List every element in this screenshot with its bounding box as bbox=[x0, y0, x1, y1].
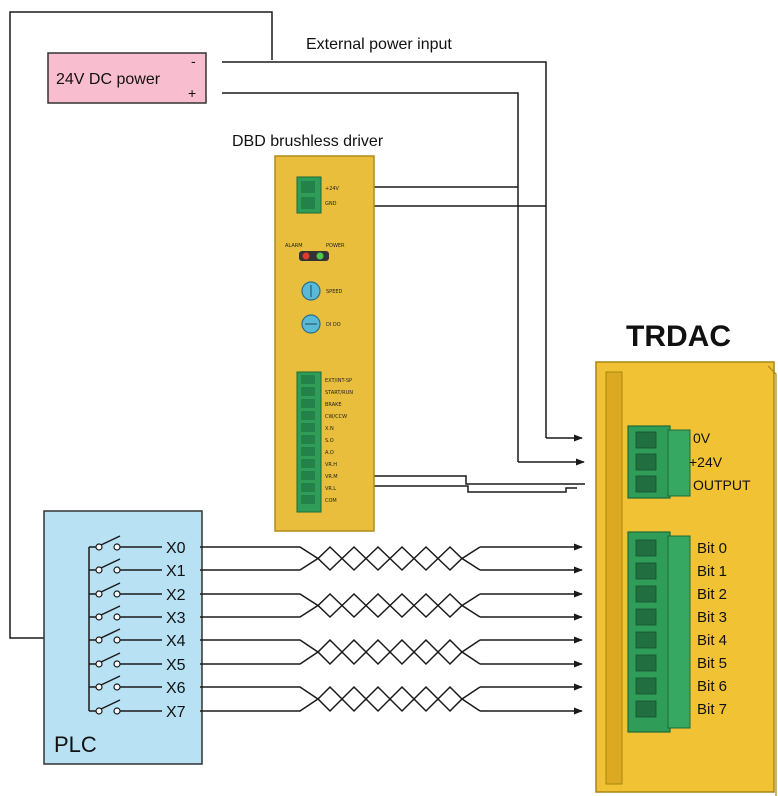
driver-terminal-gnd: GND bbox=[325, 201, 337, 207]
twisted-pair bbox=[200, 590, 583, 621]
switch-contact-icon bbox=[100, 699, 121, 710]
trdac-label-24v: +24V bbox=[689, 454, 723, 470]
plc-output-row: X6 bbox=[89, 675, 186, 697]
driver-body: +24V GND ALARM POWER SPEED DI DO EXT/INT… bbox=[274, 155, 375, 532]
plc-output-row: X0 bbox=[89, 535, 186, 557]
twisted-pair bbox=[200, 636, 583, 668]
switch-contact-icon bbox=[100, 652, 121, 663]
twisted-pair bbox=[200, 543, 583, 574]
trdac-title: TRDAC bbox=[626, 320, 731, 353]
plc-output-label: X3 bbox=[166, 610, 186, 627]
power-minus-label: - bbox=[191, 53, 196, 69]
trdac-bit-label: Bit 3 bbox=[697, 609, 727, 626]
plc-output-row: X4 bbox=[89, 628, 186, 650]
plc-output-row: X3 bbox=[89, 605, 186, 627]
trdac-bit-label: Bit 6 bbox=[697, 678, 727, 695]
di-do-knob-label: DI DO bbox=[326, 322, 341, 328]
plc-output-label: X0 bbox=[166, 540, 186, 557]
power-loop-wire bbox=[9, 11, 273, 639]
driver-signal-label: VR.L bbox=[325, 486, 336, 492]
power-supply-label: 24V DC power bbox=[56, 71, 161, 88]
power-led-label: POWER bbox=[326, 243, 345, 249]
alarm-led-icon bbox=[302, 252, 310, 260]
switch-contact-icon bbox=[100, 535, 121, 546]
switch-contact-icon bbox=[100, 605, 121, 616]
plc-output-label: X5 bbox=[166, 657, 186, 674]
power-plus-label: + bbox=[188, 85, 196, 101]
trdac-bit-label: Bit 2 bbox=[697, 586, 727, 603]
driver-signal-label: VR.H bbox=[325, 462, 337, 468]
driver-signal-label: X.N bbox=[325, 426, 334, 432]
plc-output-row: X2 bbox=[89, 582, 186, 604]
driver-signal-label: A.O bbox=[325, 450, 334, 456]
driver-title: DBD brushless driver bbox=[232, 133, 384, 150]
trdac-bit-label: Bit 5 bbox=[697, 655, 727, 672]
plc-output-label: X6 bbox=[166, 680, 186, 697]
plc-output-row: X1 bbox=[89, 558, 186, 580]
trdac-bit-label: Bit 0 bbox=[697, 540, 727, 557]
trdac-label-0v: 0V bbox=[693, 430, 711, 446]
driver-signal-label: COM bbox=[325, 498, 337, 504]
driver-signal-labels: EXT/INT-SP START/RUN BRAKE CW/CCW X.N S.O A.O V… bbox=[301, 375, 353, 504]
speed-knob-label: SPEED bbox=[326, 289, 343, 295]
driver-signal-label: VR.M bbox=[325, 474, 338, 480]
twisted-pair bbox=[200, 683, 583, 715]
driver-signal-label: S.O bbox=[325, 438, 334, 444]
switch-contact-icon bbox=[100, 558, 121, 569]
trdac-bit-label: Bit 4 bbox=[697, 632, 727, 649]
trdac-bit-slots: Bit 0 Bit 1 Bit 2 Bit 3 Bit 4 Bit 5 Bit 6 Bit 7 bbox=[635, 539, 727, 718]
twisted-pair-wires bbox=[200, 543, 583, 715]
trdac-body: 0V +24V OUTPUT Bit 0 Bit 1 Bit 2 Bit 3 Bit 4… bbox=[595, 361, 777, 796]
alarm-led-label: ALARM bbox=[285, 243, 303, 249]
plc-output-label: X4 bbox=[166, 633, 186, 650]
trdac-bit-label: Bit 7 bbox=[697, 701, 727, 718]
plc-output-label: X1 bbox=[166, 563, 186, 580]
plc-output-row: X5 bbox=[89, 652, 186, 674]
driver-signal-label: EXT/INT-SP bbox=[325, 378, 352, 384]
driver-signal-label: CW/CCW bbox=[325, 414, 347, 420]
plc-box: PLC bbox=[43, 510, 203, 765]
plc-output-label: X2 bbox=[166, 587, 186, 604]
supply-wires bbox=[222, 61, 585, 493]
switch-contact-icon bbox=[100, 675, 121, 686]
switch-contact-icon bbox=[100, 582, 121, 593]
switch-contact-icon bbox=[100, 628, 121, 639]
driver-signal-label: START/RUN bbox=[325, 390, 353, 396]
driver-signal-label: BRAKE bbox=[325, 402, 342, 408]
trdac-label-output: OUTPUT bbox=[693, 477, 751, 493]
plc-output-row: X7 bbox=[89, 699, 186, 721]
plc-label: PLC bbox=[54, 732, 97, 757]
power-supply-box: 24V DC power - + bbox=[47, 52, 207, 104]
driver-terminal-24v: +24V bbox=[325, 186, 340, 192]
trdac-bit-label: Bit 1 bbox=[697, 563, 727, 580]
external-power-label: External power input bbox=[306, 36, 452, 53]
plc-output-label: X7 bbox=[166, 704, 186, 721]
power-led-icon bbox=[316, 252, 324, 260]
